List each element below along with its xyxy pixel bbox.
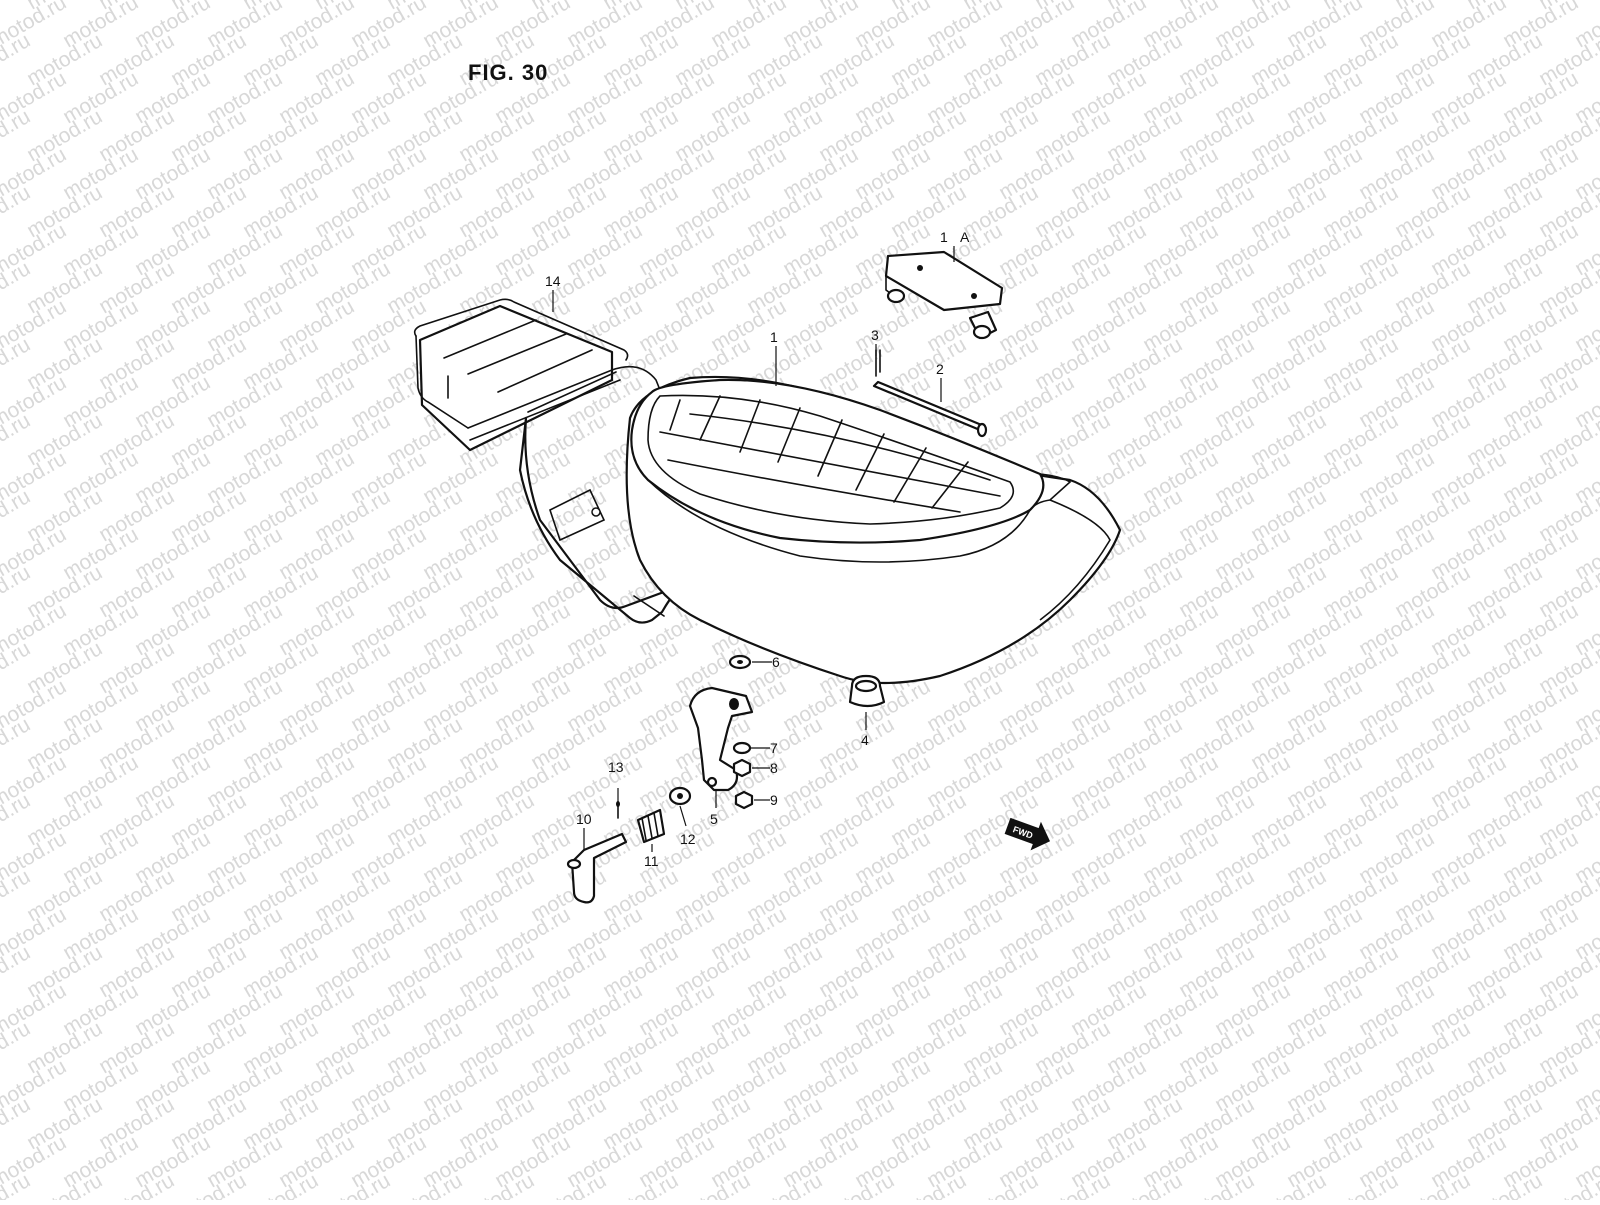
washer-6 [728, 654, 752, 670]
callout-13: 13 [608, 759, 624, 775]
callout-1-bracket: 1 [940, 229, 948, 245]
callout-2: 2 [936, 361, 944, 377]
figure-title: FIG. 30 [468, 60, 549, 85]
callout-11: 11 [644, 853, 659, 869]
callout-12: 12 [680, 831, 696, 847]
callout-7: 7 [770, 740, 778, 756]
callout-14: 14 [545, 273, 561, 289]
nut-8 [732, 758, 752, 778]
callout-9: 9 [770, 792, 778, 808]
callout-8: 8 [770, 760, 778, 776]
callout-6: 6 [772, 654, 780, 670]
pin-13 [616, 801, 620, 819]
nut-9 [734, 790, 754, 810]
callout-3: 3 [871, 327, 879, 343]
callout-4: 4 [861, 732, 869, 748]
callout-a: A [960, 229, 970, 245]
washer-12 [668, 786, 692, 806]
callout-5: 5 [710, 811, 718, 827]
seat-cushion-rubber [848, 674, 886, 708]
callout-10: 10 [576, 811, 592, 827]
washer-7 [732, 741, 752, 755]
callout-1-seat: 1 [770, 329, 778, 345]
